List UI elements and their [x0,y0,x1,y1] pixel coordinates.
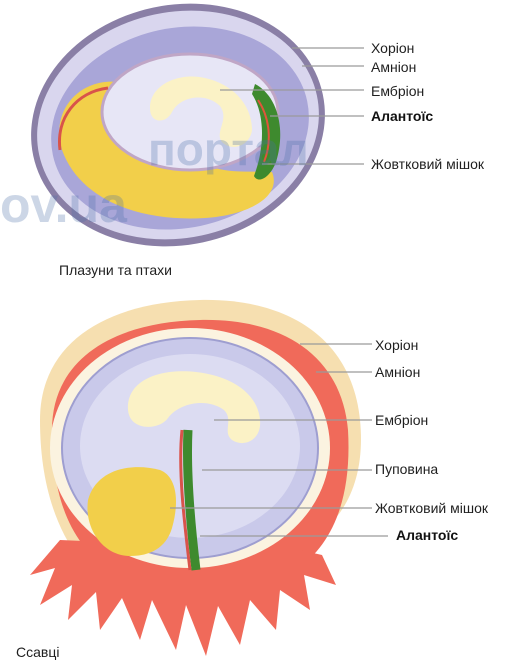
bottom-caption: Ссавці [16,644,59,660]
bottom-label-embryo: Ембріон [375,412,428,428]
top-label-embryo: Ембріон [371,83,424,99]
mammal-yolk-sac [87,467,176,556]
watermark-line-2: ov.ua [0,177,128,233]
mammal-embryo [30,300,388,656]
bottom-label-yolk-sac: Жовтковий мішок [375,500,488,516]
top-label-amnion: Амніон [371,59,416,75]
bottom-label-allantois: Алантоїс [396,527,458,543]
top-label-yolk-sac: Жовтковий мішок [371,156,484,172]
watermark-line-1: портал [148,123,309,175]
bottom-label-umbilical-cord: Пуповина [375,461,438,477]
bottom-label-chorion: Хоріон [375,337,418,353]
top-caption: Плазуни та птахи [59,262,172,278]
bottom-label-amnion: Амніон [375,364,420,380]
top-label-chorion: Хоріон [371,40,414,56]
top-label-allantois: Алантоїс [371,108,433,124]
